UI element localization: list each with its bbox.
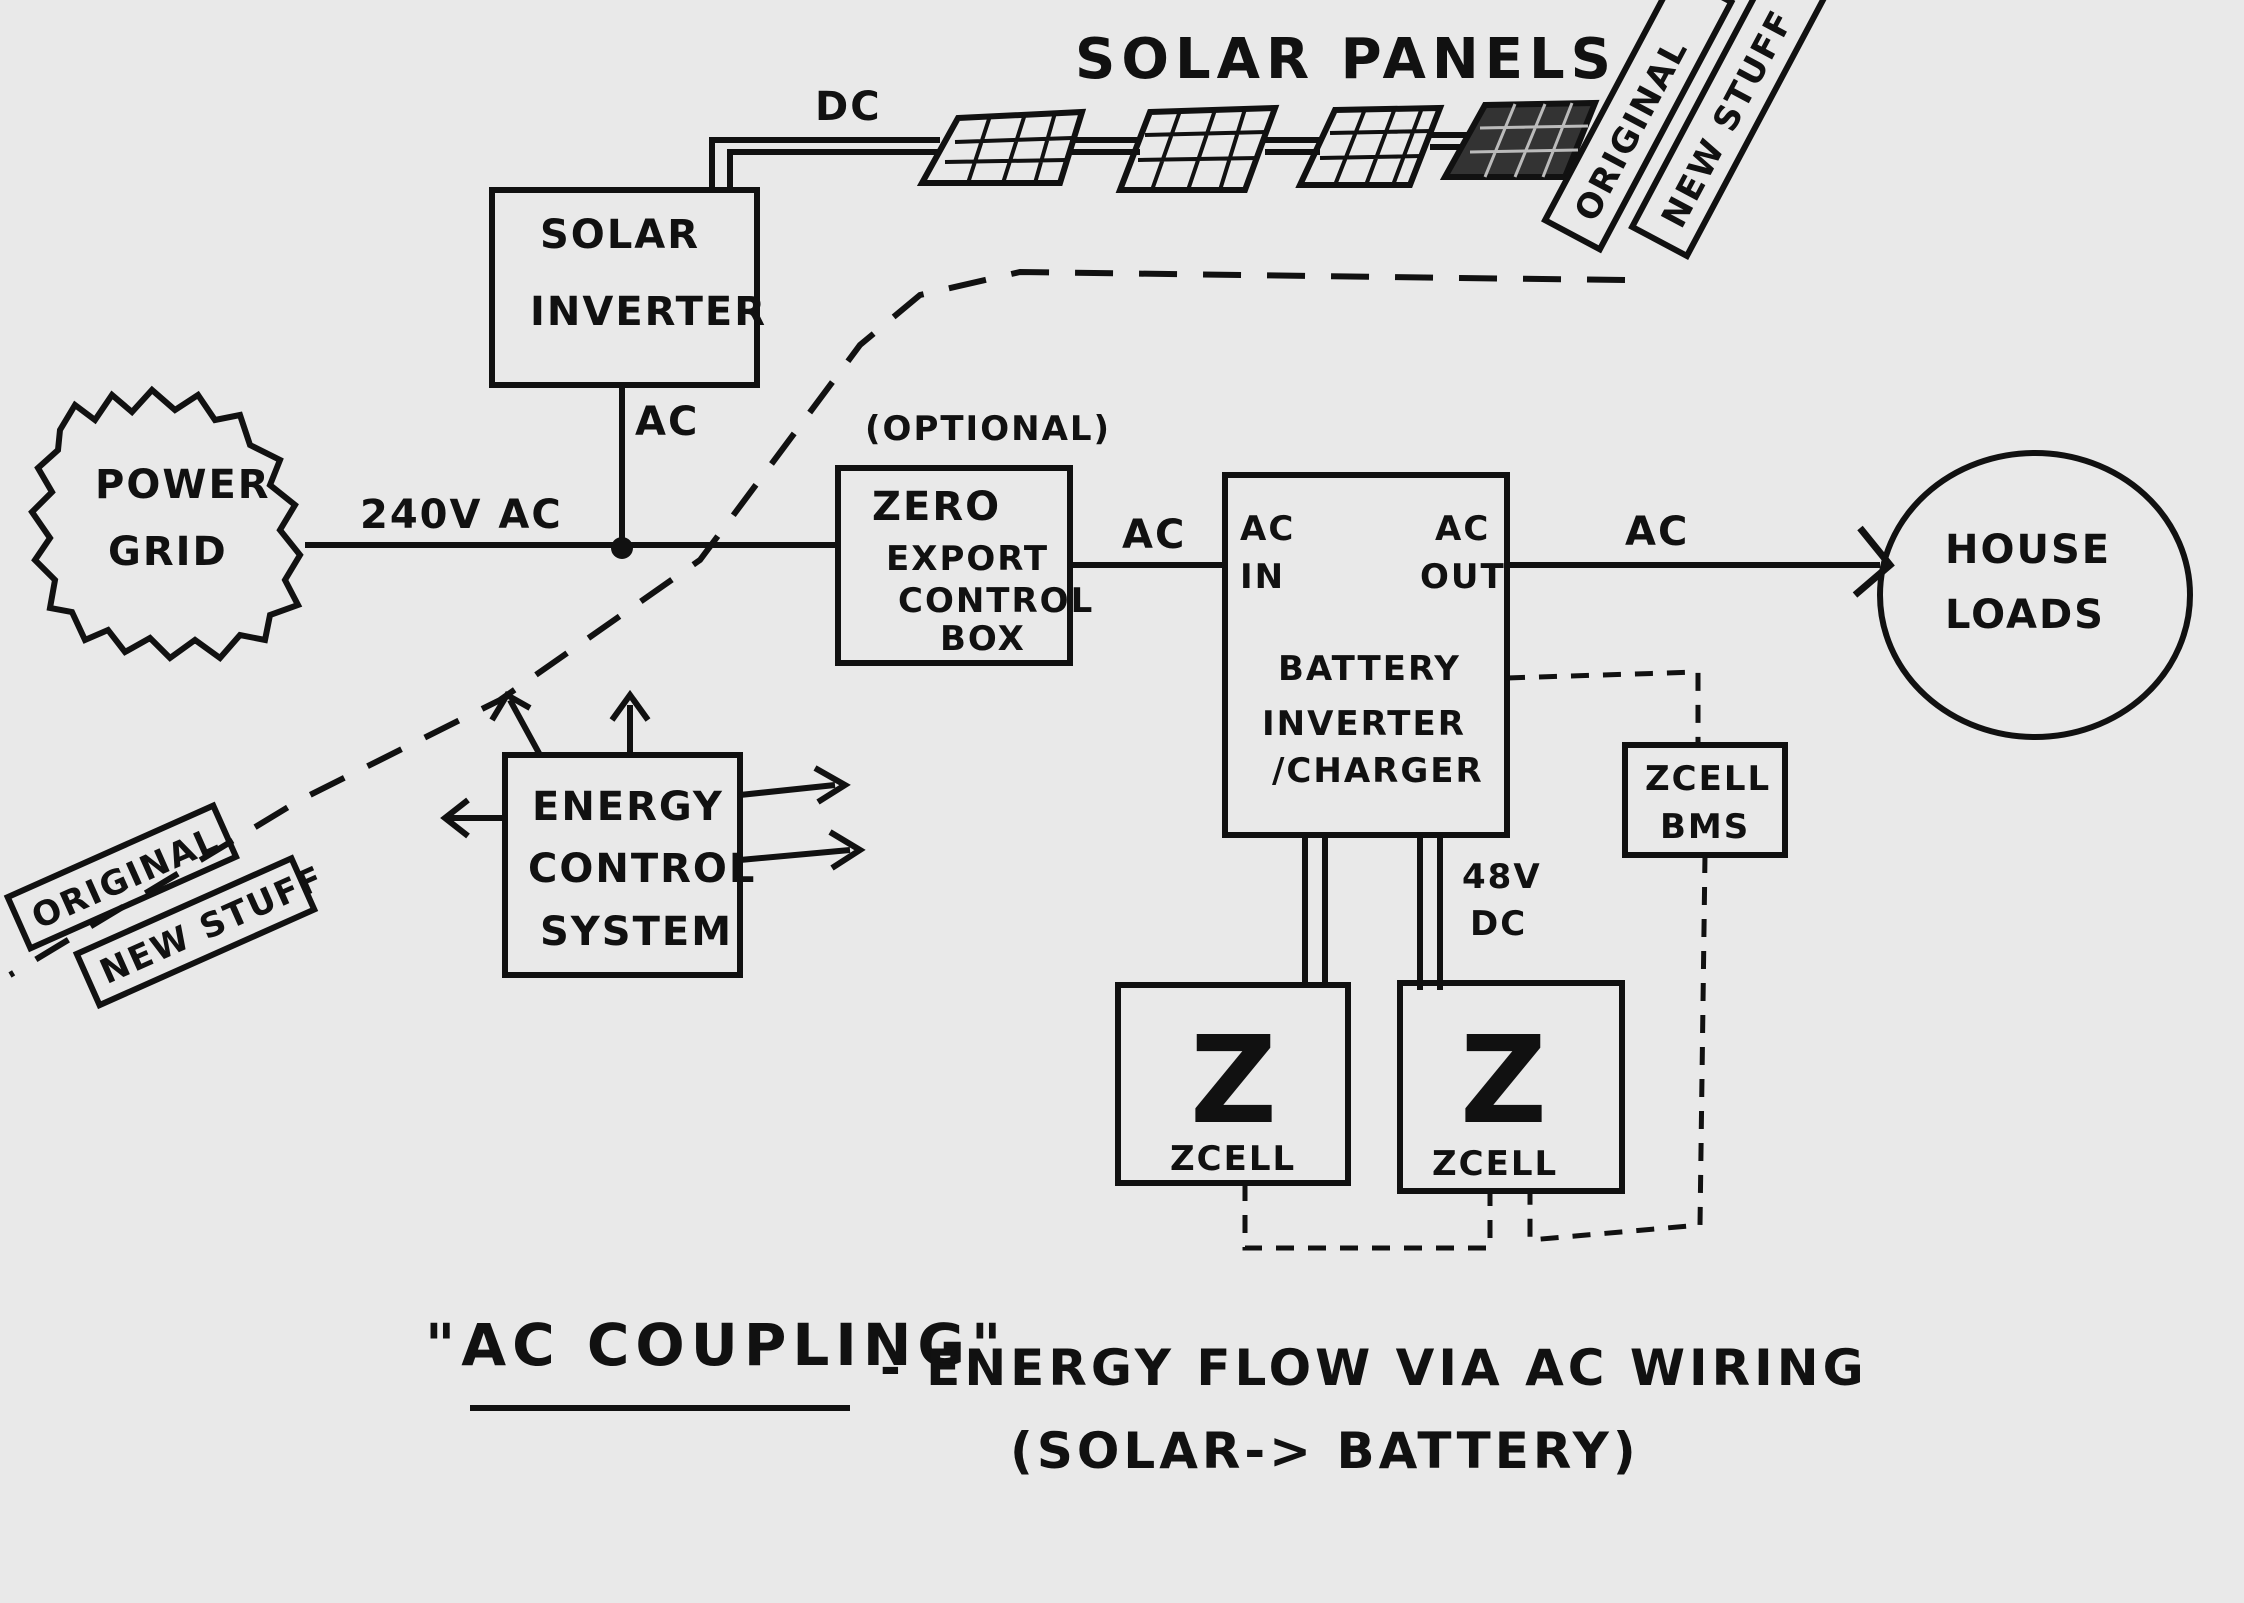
zero-export-out-label: AC xyxy=(1122,512,1186,558)
optional-label: (OPTIONAL) xyxy=(865,409,1111,449)
power-grid-shape xyxy=(28,385,304,663)
dc-label: DC xyxy=(815,84,882,130)
energy-control-line3: SYSTEM xyxy=(540,909,733,955)
dc-wire xyxy=(709,137,940,190)
solar-inverter-line1: SOLAR xyxy=(540,212,700,258)
caption-note: (SOLAR-> BATTERY) xyxy=(1010,1422,1640,1480)
legend-original-box xyxy=(1541,0,1736,254)
house-arrow-head xyxy=(1852,525,1895,598)
solar-panels-label: SOLAR PANELS xyxy=(1075,27,1617,92)
zcell-bms-line1: ZCELL xyxy=(1645,759,1771,799)
zcell-logo: Z xyxy=(1190,1012,1277,1151)
zero-export-line4: BOX xyxy=(940,619,1026,659)
ac-out-label-1: AC xyxy=(1435,509,1490,549)
solar-panel xyxy=(1295,104,1445,188)
zcell-logo: Z xyxy=(1460,1012,1547,1151)
zcell-label: ZCELL xyxy=(1432,1144,1558,1184)
battery-inverter-line2: INVERTER xyxy=(1262,704,1466,744)
dc-battery-wires xyxy=(1302,835,1443,990)
solar-inverter-line2: INVERTER xyxy=(530,289,767,335)
zero-export-line3: CONTROL xyxy=(898,581,1094,621)
bms-comms-wires xyxy=(1242,669,1708,1251)
ac-out-label-2: OUT xyxy=(1420,557,1506,597)
house-loads-circle xyxy=(1877,450,2193,740)
grid-wire-label: 240V AC xyxy=(360,492,563,538)
house-loads-line2: LOADS xyxy=(1945,592,2105,638)
energy-control-box xyxy=(502,752,743,978)
legend-original-box xyxy=(3,801,240,953)
battery-inverter-box xyxy=(1222,472,1510,838)
original-new-divider xyxy=(8,268,1626,978)
junction-dot xyxy=(611,537,633,559)
house-ac-label: AC xyxy=(1625,509,1689,555)
ac-in-label-2: IN xyxy=(1240,557,1285,597)
power-grid-line2: GRID xyxy=(108,529,228,575)
zcell-battery: Z ZCELL xyxy=(1115,982,1351,1186)
dc-voltage-line2: DC xyxy=(1470,904,1527,944)
zcell-label: ZCELL xyxy=(1170,1139,1296,1179)
caption-title: "AC COUPLING" xyxy=(425,1311,1007,1379)
power-grid-line1: POWER xyxy=(95,462,271,508)
zero-export-line1: ZERO xyxy=(872,484,1001,530)
energy-control-line2: CONTROL xyxy=(528,846,756,892)
caption-description: - ENERGY FLOW VIA AC WIRING xyxy=(880,1339,1868,1397)
legend-new-stuff-box xyxy=(1628,0,1842,261)
ac-in-label-1: AC xyxy=(1240,509,1295,549)
battery-inverter-line3: /CHARGER xyxy=(1272,751,1484,791)
battery-inverter-line1: BATTERY xyxy=(1278,649,1461,689)
solar-panels xyxy=(709,99,1600,193)
solar-panel xyxy=(1115,104,1280,193)
energy-control-line1: ENERGY xyxy=(532,784,724,830)
energy-control-arrows xyxy=(440,689,866,871)
zero-export-line2: EXPORT xyxy=(886,539,1049,579)
zcell-bms-line2: BMS xyxy=(1660,807,1750,847)
solar-panel xyxy=(916,108,1087,186)
dc-voltage-line1: 48V xyxy=(1462,857,1542,897)
zcell-battery: Z ZCELL xyxy=(1397,980,1625,1194)
inverter-ac-label: AC xyxy=(635,399,699,445)
house-loads-line1: HOUSE xyxy=(1945,527,2111,573)
legend-new-stuff-box xyxy=(72,854,319,1010)
